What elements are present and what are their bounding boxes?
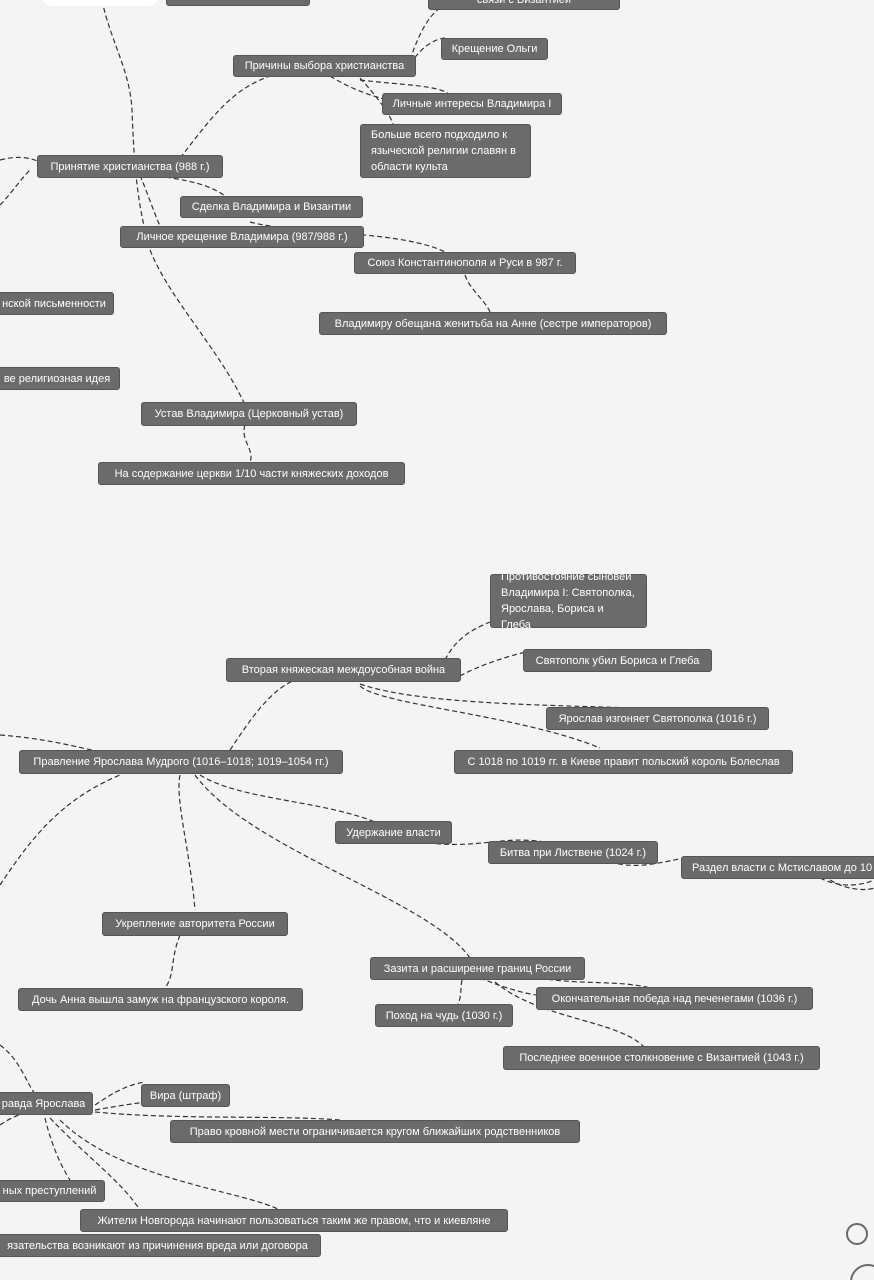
node-last-byzantine[interactable]: Последнее военное столкновение с Византи… <box>503 1046 820 1070</box>
circle-icon[interactable] <box>846 1223 868 1245</box>
edge-adoption-personal <box>139 174 161 227</box>
node-religious-idea[interactable]: ве религиозная идея <box>0 367 120 390</box>
edge-war-confront <box>444 621 491 661</box>
edge-left-reign-2 <box>0 774 121 886</box>
node-yaroslav-expels[interactable]: Ярослав изгоняет Святополка (1016 г.) <box>546 707 769 730</box>
edge-authority-anna <box>164 934 181 989</box>
node-division[interactable]: Раздел власти с Мстиславом до 10 <box>681 856 874 879</box>
node-listven[interactable]: Битва при Лиственe (1024 г.) <box>488 841 658 864</box>
node-obligations[interactable]: язательства возникают из причинения вред… <box>0 1234 321 1257</box>
node-deal[interactable]: Сделка Владимира и Византии <box>180 196 363 218</box>
node-anna-marriage[interactable]: Дочь Анна вышла замуж на французского ко… <box>18 988 303 1011</box>
node-second-war[interactable]: Вторая княжеская междоусобная война <box>226 658 461 682</box>
node-pechenegs[interactable]: Окончательная победа над печенегами (103… <box>536 987 813 1010</box>
node-vira[interactable]: Вира (штраф) <box>141 1084 230 1107</box>
edge-left-adoption <box>0 156 41 163</box>
node-boleslav[interactable]: С 1018 по 1019 гг. в Киеве правит польск… <box>454 750 793 774</box>
edge-top-branch <box>101 0 246 406</box>
node-yaroslav-reign[interactable]: Правление Ярослава Мудрого (1016–1018; 1… <box>19 750 343 774</box>
edge-reasons-interests <box>329 75 401 105</box>
node-reasons-choice[interactable]: Причины выбора христианства <box>233 55 416 77</box>
node-promise-anna[interactable]: Владимиру обещана женитьба на Анне (сест… <box>319 312 667 335</box>
node-pravda[interactable]: равда Ярослава <box>0 1092 93 1115</box>
node-novgorod[interactable]: Жители Новгорода начинают пользоваться т… <box>80 1209 508 1232</box>
node-personal-baptism[interactable]: Личное крещение Владимира (987/988 г.) <box>120 226 364 248</box>
edge-left-adoption-2 <box>0 169 31 206</box>
edge-statute-tithe <box>243 424 252 463</box>
edge-war-expels <box>359 683 631 709</box>
node-holding-power[interactable]: Удержание власти <box>335 821 452 844</box>
node-svyatopolk-killed[interactable]: Святополк убил Бориса и Глеба <box>523 649 712 672</box>
node-defense[interactable]: Зазита и расширение границ России <box>370 957 585 980</box>
edge-division-right <box>829 879 874 891</box>
edge-union-promise <box>464 274 491 313</box>
edge-reign-war <box>229 679 296 751</box>
node-union[interactable]: Союз Константинополя и Руси в 987 г. <box>354 252 576 274</box>
edge-pravda-vira <box>94 1081 146 1106</box>
node-confrontation[interactable]: Противостояние сыновей Владимира I: Свят… <box>490 571 647 631</box>
node-writing[interactable]: нской письменности <box>0 292 114 315</box>
node-crimes[interactable]: ных преступлений <box>0 1180 105 1202</box>
edge-left-pravda <box>0 1044 36 1095</box>
node-best-fit[interactable]: Больше всего подходило к языческой религ… <box>360 124 531 178</box>
edge-defense-chud <box>457 979 463 1005</box>
node-chud[interactable]: Поход на чудь (1030 г.) <box>375 1004 513 1027</box>
edge-reasons-ties <box>409 7 441 61</box>
edge-defense-last <box>494 981 646 1049</box>
node-authority[interactable]: Укрепление авторитета России <box>102 912 288 936</box>
node-adoption[interactable]: Принятие христианства (988 г.) <box>37 155 223 178</box>
edge-reign-holding <box>199 774 376 823</box>
edge-adoption-reasons <box>179 75 271 159</box>
edge-pravda-left <box>0 1111 31 1126</box>
node-olga-baptism[interactable]: Крещение Ольги <box>441 38 548 60</box>
edge-defense-pech-2 <box>479 977 546 997</box>
node-partial-top-left[interactable] <box>166 0 310 6</box>
edge-left-reign <box>0 734 101 753</box>
edge-reign-defense <box>194 774 471 959</box>
edge-pravda-crimes <box>44 1117 71 1181</box>
edge-reign-authority <box>178 774 196 911</box>
edge-pravda-novgorod-2 <box>49 1117 141 1211</box>
node-tithe[interactable]: На содержание церкви 1/10 части княжески… <box>98 462 405 485</box>
node-statute[interactable]: Устав Владимира (Церковный устав) <box>141 402 357 426</box>
node-personal-interests[interactable]: Личные интересы Владимира I <box>382 93 562 115</box>
edge-pravda-blood <box>94 1111 341 1121</box>
edge-division-right-2 <box>819 877 874 886</box>
node-blood-feud[interactable]: Право кровной мести ограничивается круго… <box>170 1120 580 1143</box>
edge-adoption-deal <box>149 174 226 197</box>
edge-pravda-novgorod <box>59 1119 281 1211</box>
node-byzantium-ties[interactable]: связи с Византией <box>428 0 620 10</box>
edge-reasons-interests-2 <box>359 79 451 96</box>
top-left-white-shape <box>40 0 160 6</box>
